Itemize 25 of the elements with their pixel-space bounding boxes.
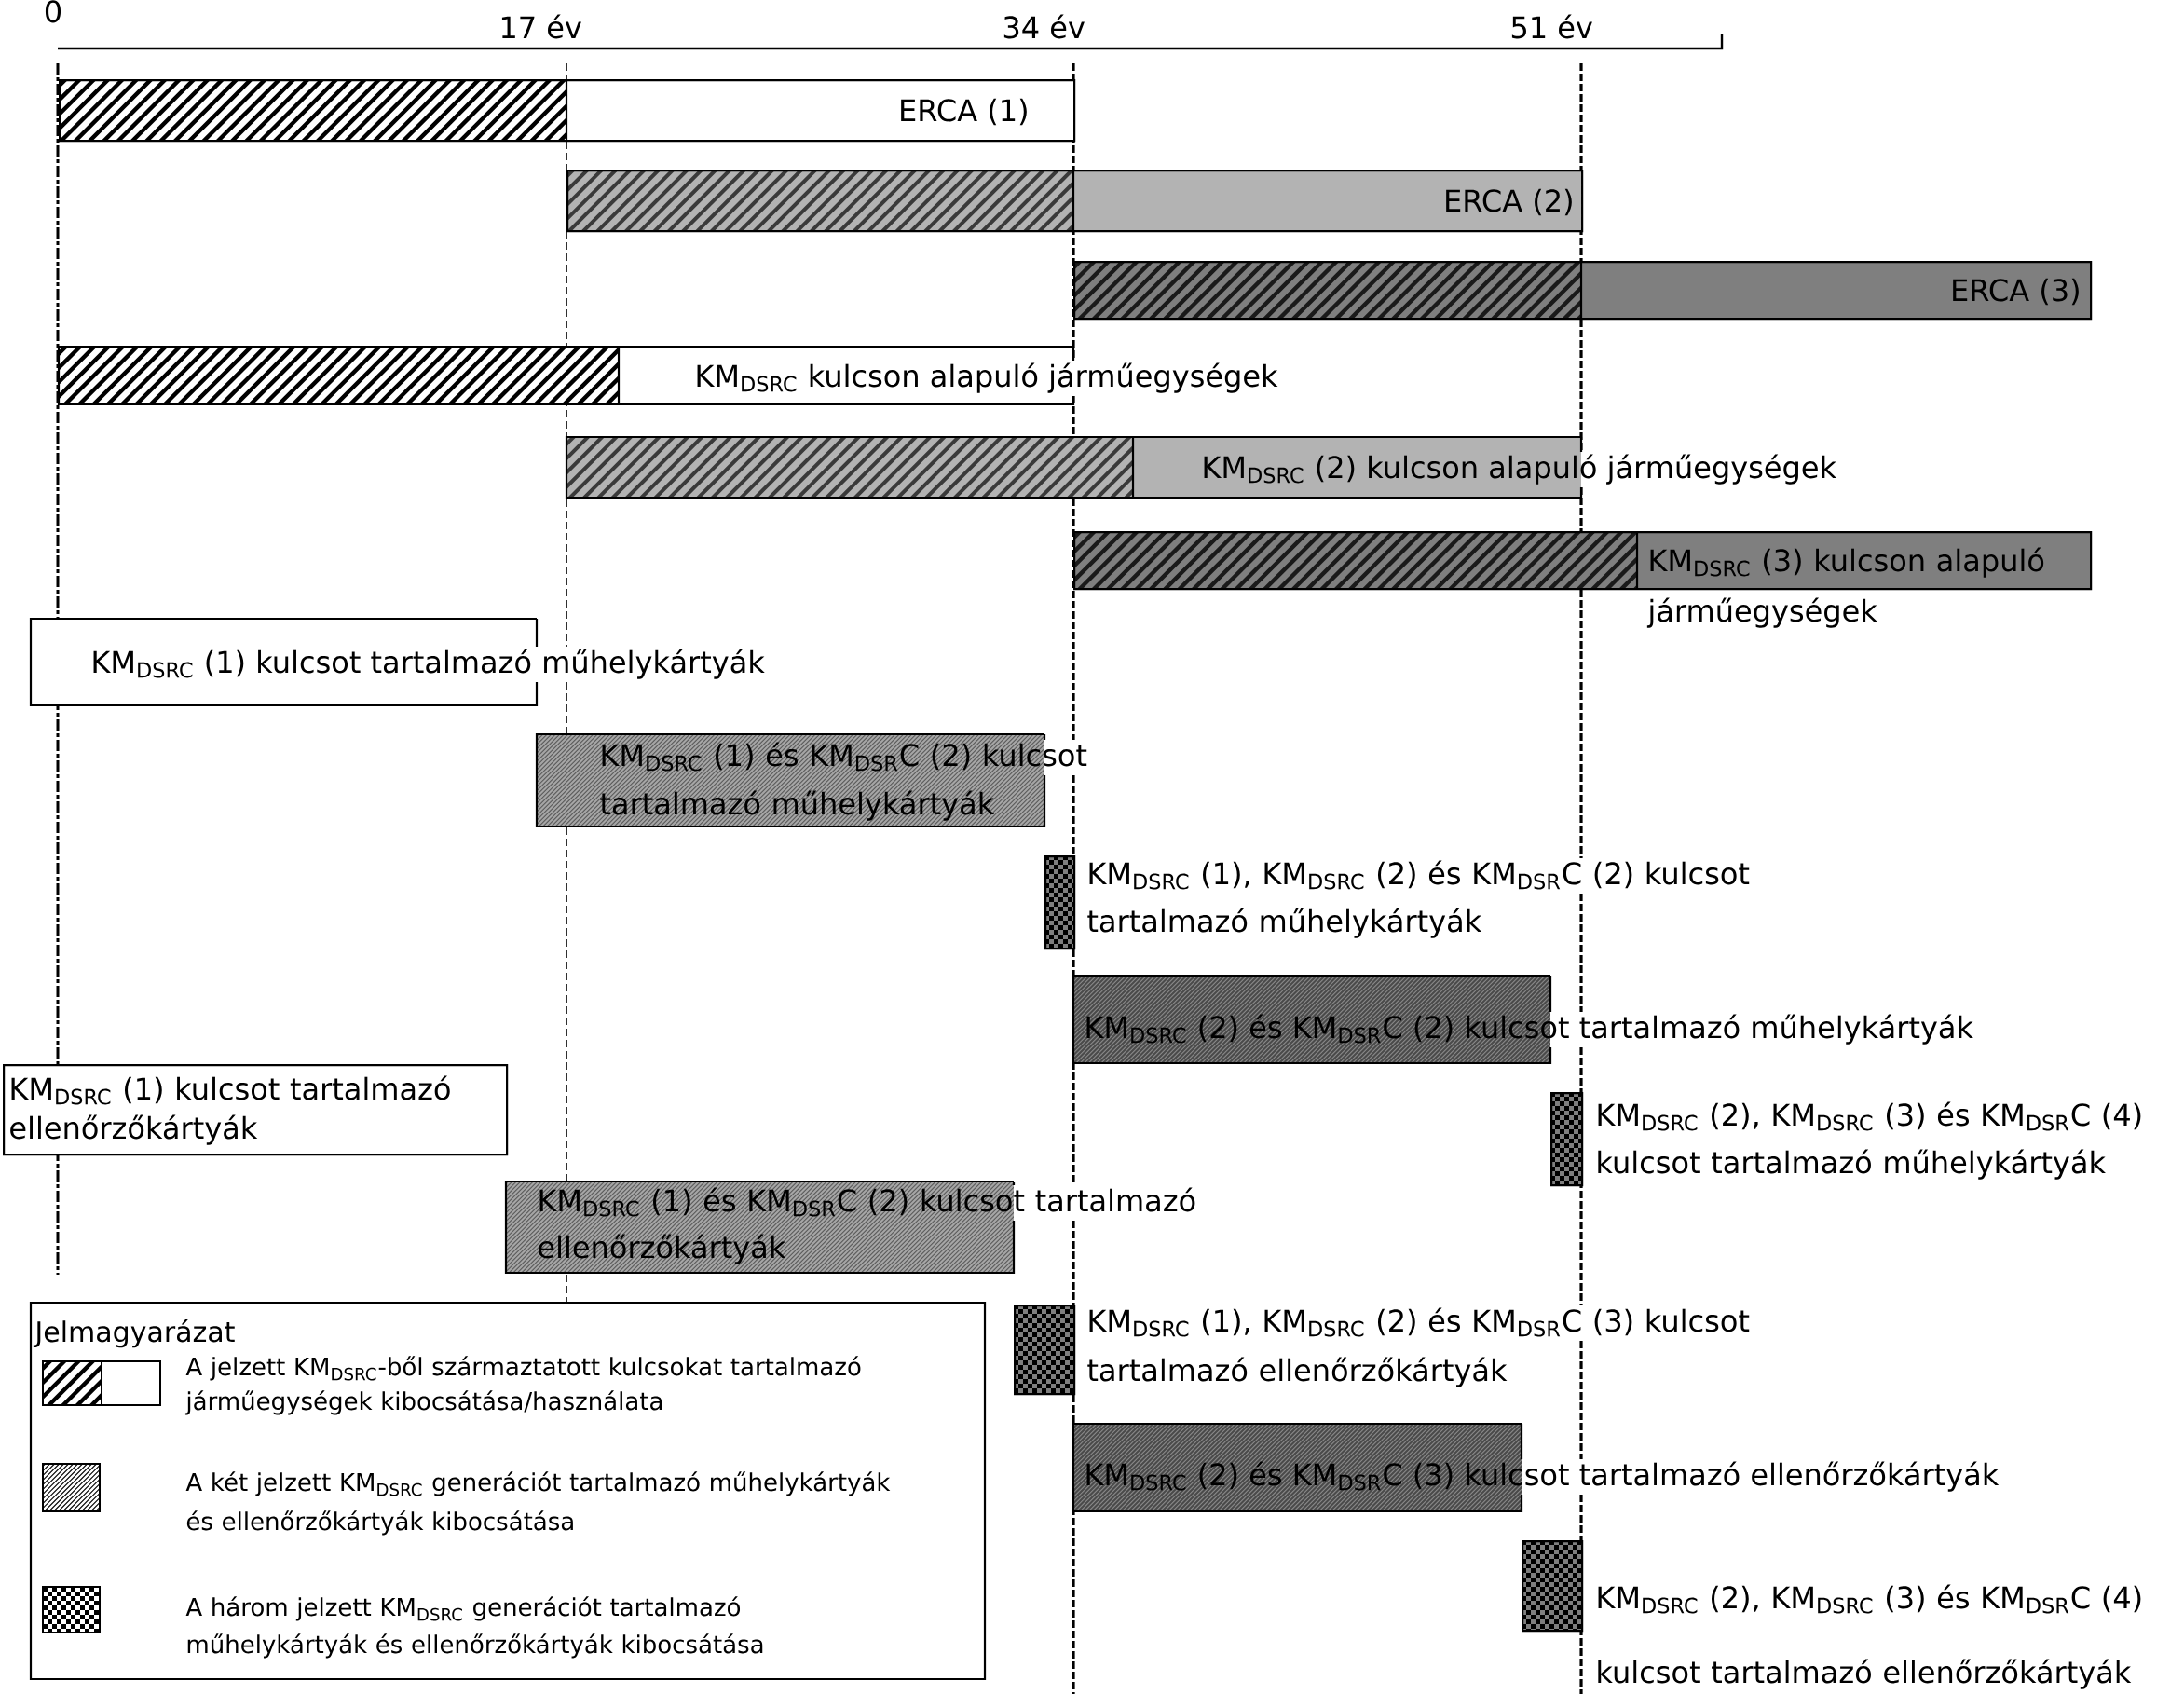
node-label: járműegységek <box>1646 597 1877 628</box>
timeline-bar: KM$_{DSRC}$ (1) kulcsot tartalmazó műhelykártyák <box>29 617 765 707</box>
bar-caption: KM$_{DSRC}$ (2), KM$_{DSRC}$ (3) és KM$_{DSR}$C (4) kulcsot tartalmazó ellenőrzőkártyák <box>1598 1584 2141 1689</box>
timeline-bar: ERCA (1) <box>59 79 1076 143</box>
bar-caption: KM$_{DSRC}$ (2), KM$_{DSRC}$ (3) és KM$_{DSR}$C (4) kulcsot tartalmazó műhelykártyák <box>1598 1101 2141 1180</box>
node-label: KM$_{DSRC}$ (2) kulcson alapuló járműegységek <box>1204 454 1836 485</box>
timeline-bar: KM$_{DSRC}$ (3) kulcson alapuló járműegységek <box>1073 531 2093 628</box>
legend-text: A két jelzett KM$_{DSRC}$ generációt tartalmazó műhelykártyák és ellenőrzőkártyák kibocsátása <box>185 1471 891 1536</box>
timeline-bar: KM$_{DSRC}$ (1) és KM$_{DSR}$C (2) kulcsot tartalmazó műhelykártyák <box>535 732 1087 828</box>
axis-label: 17 év <box>501 14 581 39</box>
timeline-bar: ERCA (2) <box>566 170 1584 233</box>
axis-label: 0 <box>45 0 61 23</box>
timeline-bar: KM$_{DSRC}$ (2) kulcson alapuló járműegységek <box>565 435 1836 499</box>
legend-text: A három jelzett KM$_{DSRC}$ generációt tartalmazó műhelykártyák és ellenőrzőkártyák kibocsátása <box>185 1596 763 1659</box>
axis-label: 34 év <box>1003 14 1085 39</box>
timeline-bar: ERCA (3) <box>1073 261 2093 321</box>
node-label: KM$_{DSRC}$ kulcson alapuló járműegységek <box>697 362 1278 393</box>
axis-label: 51 év <box>1511 14 1592 39</box>
node-label: KM$_{DSRC}$ (1) kulcsot tartalmazó műhelykártyák <box>93 649 765 679</box>
timeline-bar: KM$_{DSRC}$ (1) kulcsot tartalmazó ellenőrzőkártyák <box>3 1064 509 1156</box>
legend-text: A jelzett KM$_{DSRC}$-ből származtatott kulcsokat tartalmazó járműegységek kibocsátása/használata <box>184 1356 861 1415</box>
timeline-bar: KM$_{DSRC}$ kulcson alapuló járműegységek <box>57 345 1278 406</box>
bar-caption: KM$_{DSRC}$ (1), KM$_{DSRC}$ (2) és KM$_{DSR}$C (3) kulcsot tartalmazó ellenőrzőkártyák <box>1087 1307 1750 1387</box>
legend-title: Jelmagyarázat <box>33 1319 235 1348</box>
bar-caption: KM$_{DSRC}$ (1), KM$_{DSRC}$ (2) és KM$_{DSR}$C (2) kulcsot tartalmazó műhelykártyák <box>1087 860 1750 938</box>
